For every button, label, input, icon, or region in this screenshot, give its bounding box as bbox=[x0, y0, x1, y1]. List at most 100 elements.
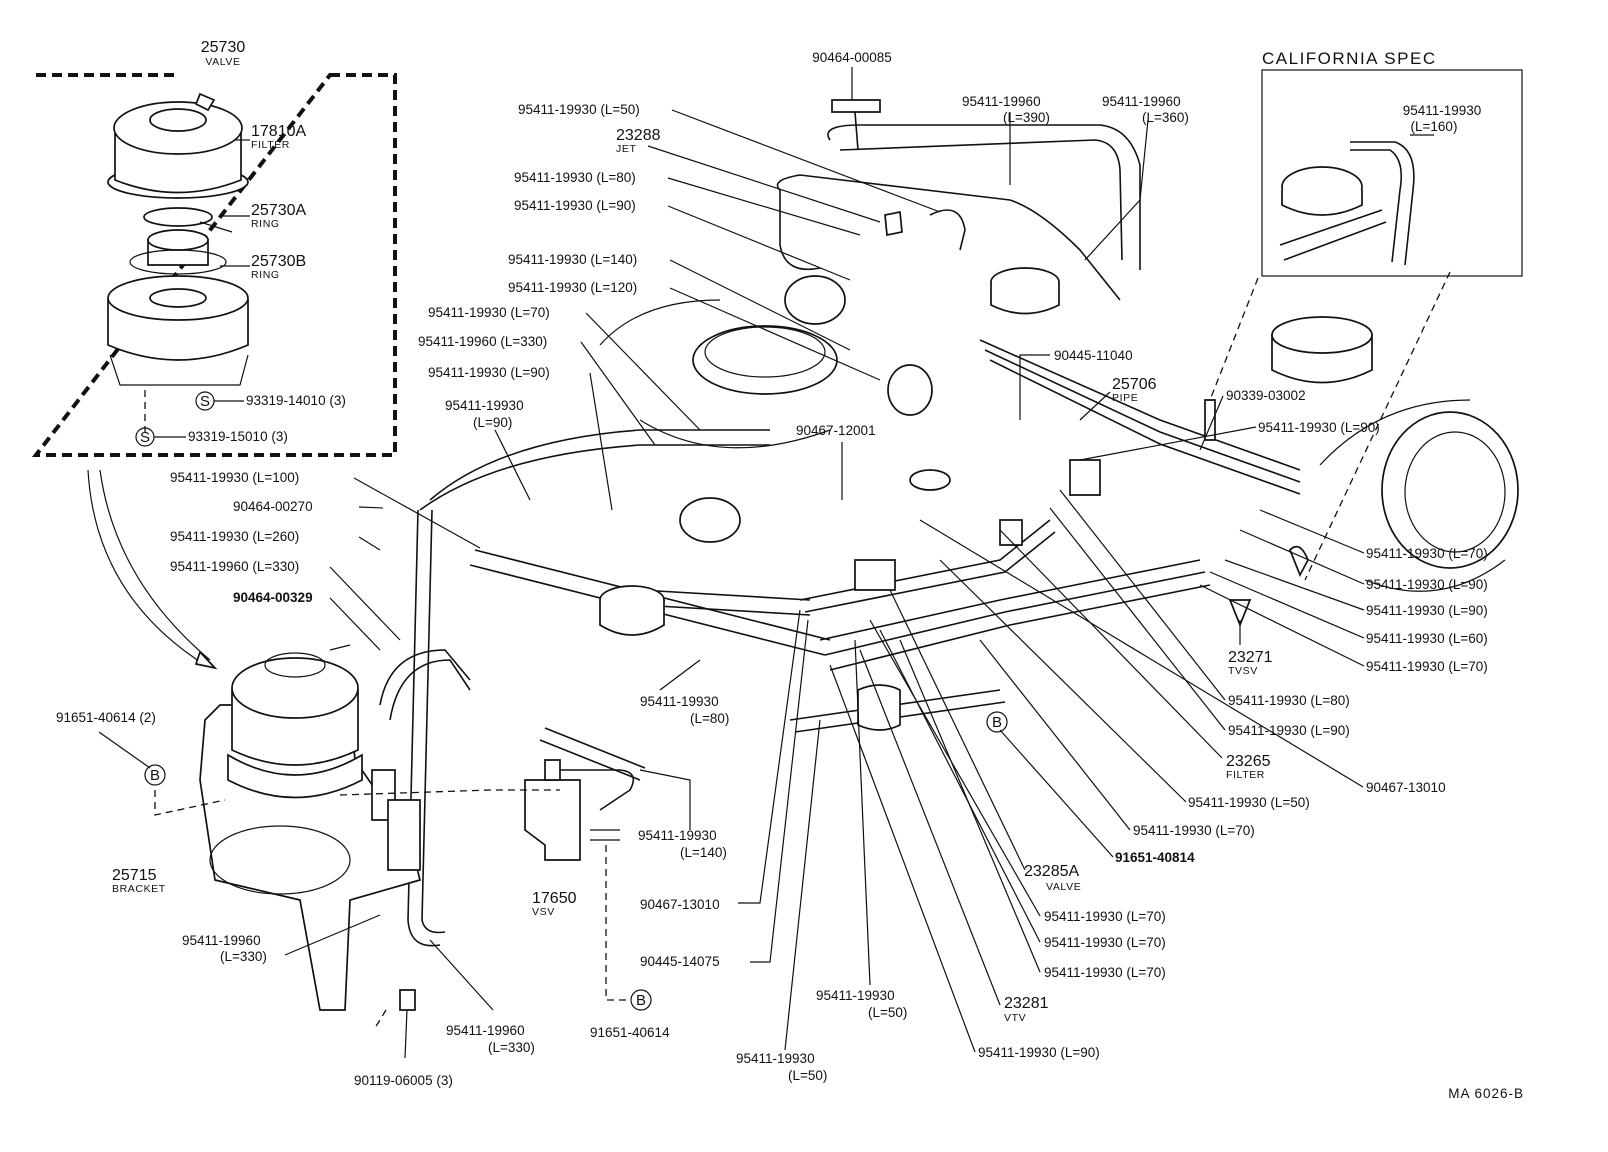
callout-95411-19930-l90: 95411-19930 (L=90) bbox=[1258, 420, 1380, 435]
callout-90464-00329: 90464-00329 bbox=[233, 590, 313, 605]
callout-95411-19930-l70: 95411-19930 (L=70) bbox=[1366, 546, 1488, 561]
screw-mark: S bbox=[140, 429, 150, 446]
vsv-17650-number: 17650 bbox=[532, 890, 577, 907]
callout-95411-19930-l100: 95411-19930 (L=100) bbox=[170, 470, 299, 485]
callout-95411-19930-l50: 95411-19930 (L=50) bbox=[518, 102, 640, 117]
vsv-reference-line bbox=[605, 845, 630, 1001]
pipe-25706-name: PIPE bbox=[1112, 392, 1138, 404]
valve-assy-name: VALVE bbox=[205, 56, 240, 68]
callout-95411-19930-l90: 95411-19930 (L=90) bbox=[1366, 577, 1488, 592]
bracket-25715-name: BRACKET bbox=[112, 883, 166, 895]
california-spec-leader bbox=[1209, 271, 1451, 581]
ring-25730b-name: RING bbox=[251, 269, 280, 281]
callout-91651-40614-2: 91651-40614 (2) bbox=[56, 710, 156, 725]
callout-95411-19960-l330: 95411-19960 (L=330) bbox=[170, 559, 299, 574]
callout-length-l80: (L=80) bbox=[690, 711, 729, 726]
callout-95411-19930: 95411-19930 bbox=[736, 1051, 815, 1066]
callout-90467-13010: 90467-13010 bbox=[1366, 780, 1446, 795]
jet-23288-name: JET bbox=[616, 143, 636, 155]
callout-95411-19930-l70: 95411-19930 (L=70) bbox=[1044, 935, 1166, 950]
callout-length-l330: (L=330) bbox=[220, 949, 267, 964]
bracket-25715-number: 25715 bbox=[112, 867, 157, 884]
callout-length-l330: (L=330) bbox=[488, 1040, 535, 1055]
callout-91651-40814: 91651-40814 bbox=[1115, 850, 1195, 865]
svg-text:B: B bbox=[636, 992, 646, 1009]
callout-90445-14075: 90445-14075 bbox=[640, 954, 720, 969]
callout-95411-19930-l70: 95411-19930 (L=70) bbox=[428, 305, 550, 320]
callout-95411-19960: 95411-19960 bbox=[962, 94, 1041, 109]
svg-text:B: B bbox=[992, 714, 1002, 731]
valve-23285a-number: 23285A bbox=[1024, 863, 1079, 880]
callout-95411-19930-l60: 95411-19930 (L=60) bbox=[1366, 631, 1488, 646]
callout-95411-19930-l120: 95411-19930 (L=120) bbox=[508, 280, 637, 295]
valve-23285a-name: VALVE bbox=[1046, 881, 1081, 893]
vsv-17650-name: VSV bbox=[532, 906, 555, 918]
engine-schematic bbox=[379, 99, 1519, 947]
california-spec-inset: CALIFORNIA SPEC 95411-19930 (L=160) bbox=[1261, 49, 1523, 277]
callout-90464-00270: 90464-00270 bbox=[233, 499, 313, 514]
callout-length-l90: (L=90) bbox=[473, 415, 512, 430]
callout-95411-19960-l330: 95411-19960 (L=330) bbox=[418, 334, 547, 349]
callout-90445-11040: 90445-11040 bbox=[1054, 348, 1133, 363]
callout-95411-19930-l70: 95411-19930 (L=70) bbox=[1044, 965, 1166, 980]
vsv-17650 bbox=[524, 759, 635, 861]
ring-25730a-name: RING bbox=[251, 218, 280, 230]
assembly-arrow bbox=[99, 469, 211, 661]
filter-23265-number: 23265 bbox=[1226, 753, 1271, 770]
callout-95411-19930-l90: 95411-19930 (L=90) bbox=[428, 365, 550, 380]
callout-95411-19960: 95411-19960 bbox=[182, 933, 261, 948]
svg-text:B: B bbox=[150, 767, 160, 784]
ring-25730b-number: 25730B bbox=[251, 253, 306, 270]
callout-95411-19930-l140: 95411-19930 (L=140) bbox=[508, 252, 637, 267]
tvsv-23271-number: 23271 bbox=[1228, 649, 1273, 666]
screw-mark: S bbox=[200, 393, 210, 410]
callout-93319-15010: 93319-15010 (3) bbox=[188, 429, 288, 444]
callout-95411-19930-l260: 95411-19930 (L=260) bbox=[170, 529, 299, 544]
callout-91651-40614: 91651-40614 bbox=[590, 1025, 670, 1040]
callout-length-l50: (L=50) bbox=[868, 1005, 907, 1020]
callout-90339-03002: 90339-03002 bbox=[1226, 388, 1306, 403]
valve-assembly-box: S S bbox=[31, 73, 397, 457]
callout-95411-19930-l70: 95411-19930 (L=70) bbox=[1044, 909, 1166, 924]
callout-90467-13010: 90467-13010 bbox=[640, 897, 720, 912]
callout-95411-19960: 95411-19960 bbox=[1102, 94, 1181, 109]
california-spec-length: (L=160) bbox=[1411, 119, 1458, 134]
bracket-assembly bbox=[199, 644, 422, 1059]
california-spec-title: CALIFORNIA SPEC bbox=[1262, 49, 1437, 68]
leader-lines bbox=[98, 67, 1365, 1053]
ring-25730a-number: 25730A bbox=[251, 202, 306, 219]
bracket-reference-line bbox=[154, 789, 560, 816]
callout-90464-00085: 90464-00085 bbox=[812, 50, 892, 65]
callout-length-l390: (L=390) bbox=[1003, 110, 1050, 125]
callout-95411-19930: 95411-19930 bbox=[816, 988, 895, 1003]
vtv-23281-number: 23281 bbox=[1004, 995, 1049, 1012]
callout-length-l50: (L=50) bbox=[788, 1068, 827, 1083]
callout-95411-19930-l70: 95411-19930 (L=70) bbox=[1366, 659, 1488, 674]
callout-length-l360: (L=360) bbox=[1142, 110, 1189, 125]
ref-mark-b: B bbox=[144, 764, 166, 786]
valve-assy-number: 25730 bbox=[201, 39, 246, 56]
pipe-25706-number: 25706 bbox=[1112, 376, 1157, 393]
callout-95411-19930: 95411-19930 bbox=[445, 398, 524, 413]
callout-95411-19930-l80: 95411-19930 (L=80) bbox=[1228, 693, 1350, 708]
callout-90119-06005: 90119-06005 (3) bbox=[354, 1073, 453, 1088]
jet-23288-number: 23288 bbox=[616, 127, 661, 144]
callout-95411-19930-l70: 95411-19930 (L=70) bbox=[1133, 823, 1255, 838]
callout-95411-19930-l50: 95411-19930 (L=50) bbox=[1188, 795, 1310, 810]
ref-mark-b: B bbox=[630, 989, 652, 1011]
callouts: 90464-00085 95411-19930 (L=50) 23288 JET… bbox=[56, 50, 1488, 1088]
callout-length-l140: (L=140) bbox=[680, 845, 727, 860]
callout-95411-19930: 95411-19930 bbox=[640, 694, 719, 709]
callout-93319-14010: 93319-14010 (3) bbox=[246, 393, 346, 408]
callout-90467-12001: 90467-12001 bbox=[796, 423, 876, 438]
callout-95411-19930-l90: 95411-19930 (L=90) bbox=[1366, 603, 1488, 618]
callout-95411-19930-l90: 95411-19930 (L=90) bbox=[978, 1045, 1100, 1060]
tvsv-23271-name: TVSV bbox=[1228, 665, 1258, 677]
filter-23265-name: FILTER bbox=[1226, 769, 1265, 781]
callout-95411-19960: 95411-19960 bbox=[446, 1023, 525, 1038]
filter-17810a-name: FILTER bbox=[251, 139, 290, 151]
filter-17810a-number: 17810A bbox=[251, 123, 306, 140]
callout-95411-19930-l90: 95411-19930 (L=90) bbox=[1228, 723, 1350, 738]
ref-mark-b: B bbox=[986, 711, 1008, 733]
